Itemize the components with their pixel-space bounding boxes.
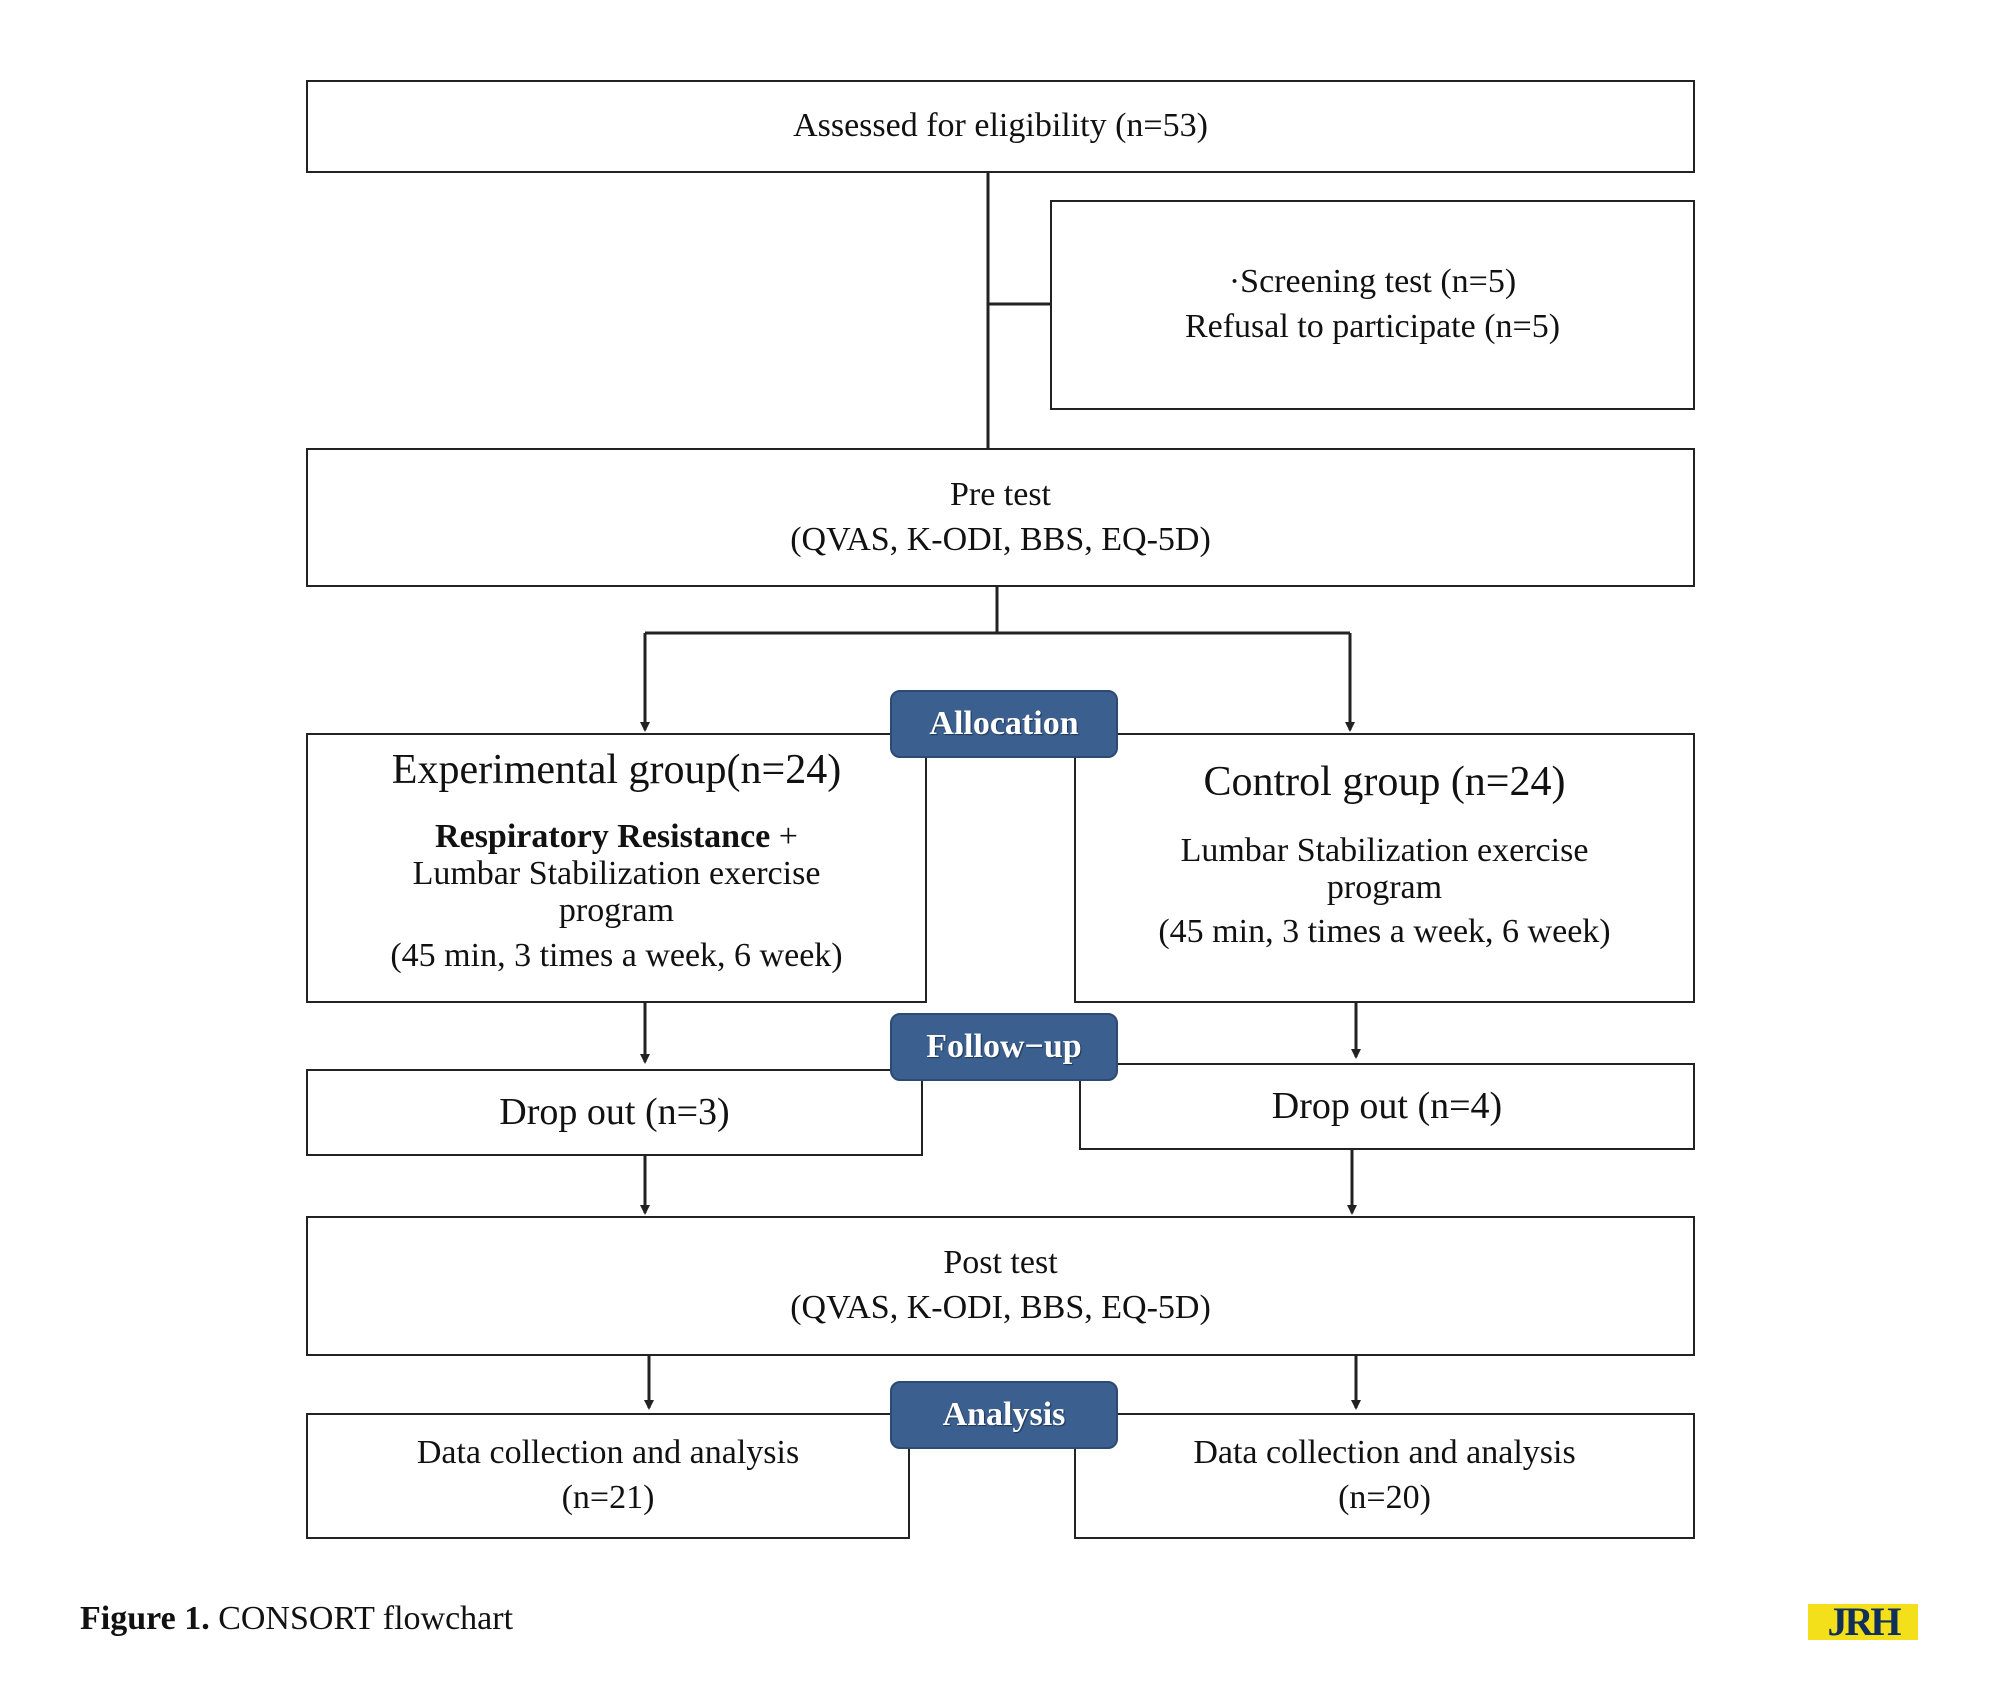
posttest-title: Post test xyxy=(943,1244,1058,1282)
pretest-title: Pre test xyxy=(949,475,1052,513)
control-program-word: program xyxy=(1326,868,1443,906)
analysis-experimental-box: Data collection and analysis (n=21) xyxy=(306,1413,910,1539)
allocation-stage-label: Allocation xyxy=(890,690,1118,758)
analysis-stage-text: Analysis xyxy=(942,1396,1066,1433)
eligibility-box: Assessed for eligibility (n=53) xyxy=(306,80,1695,173)
figure-caption: Figure 1. CONSORT flowchart xyxy=(80,1600,513,1638)
experimental-program-word: program xyxy=(558,892,675,930)
experimental-intervention: Respiratory Resistance + xyxy=(435,818,798,855)
eligibility-text: Assessed for eligibility (n=53) xyxy=(793,107,1208,145)
allocation-stage-text: Allocation xyxy=(929,705,1079,742)
control-group-box: Control group (n=24) Lumbar Stabilizatio… xyxy=(1074,733,1695,1003)
analysis-control-box: Data collection and analysis (n=20) xyxy=(1074,1413,1695,1539)
experimental-group-box: Experimental group(n=24) Respiratory Res… xyxy=(306,733,927,1003)
analysis-experimental-count: (n=21) xyxy=(561,1479,655,1516)
analysis-experimental-label: Data collection and analysis xyxy=(416,1434,800,1472)
experimental-intervention-bold: Respiratory Resistance xyxy=(435,817,771,855)
dropout-experimental-text: Drop out (n=3) xyxy=(499,1090,730,1133)
analysis-control-count: (n=20) xyxy=(1338,1479,1431,1516)
journal-logo: JRH xyxy=(1808,1604,1918,1640)
pretest-measures: (QVAS, K-ODI, BBS, EQ-5D) xyxy=(790,520,1211,558)
control-schedule: (45 min, 3 times a week, 6 week) xyxy=(1158,913,1611,951)
posttest-box: Post test (QVAS, K-ODI, BBS, EQ-5D) xyxy=(306,1216,1695,1356)
experimental-program-line: Lumbar Stabilization exercise xyxy=(412,854,821,892)
analysis-control-label: Data collection and analysis xyxy=(1193,1434,1576,1472)
exclusion-refusal: Refusal to participate (n=5) xyxy=(1184,308,1561,345)
analysis-stage-label: Analysis xyxy=(890,1381,1118,1449)
pretest-box: Pre test (QVAS, K-ODI, BBS, EQ-5D) xyxy=(306,448,1695,587)
experimental-schedule: (45 min, 3 times a week, 6 week) xyxy=(390,936,843,974)
followup-stage-text: Follow−up xyxy=(926,1028,1082,1065)
dropout-control-text: Drop out (n=4) xyxy=(1271,1084,1503,1127)
experimental-intervention-plus: + xyxy=(770,817,798,855)
figure-caption-label: Figure 1. xyxy=(80,1600,210,1637)
control-program-line: Lumbar Stabilization exercise xyxy=(1180,831,1589,869)
dropout-control-box: Drop out (n=4) xyxy=(1079,1063,1695,1150)
exclusion-screening: ·Screening test (n=5) xyxy=(1228,263,1517,301)
posttest-measures: (QVAS, K-ODI, BBS, EQ-5D) xyxy=(790,1289,1211,1326)
followup-stage-label: Follow−up xyxy=(890,1013,1118,1081)
dropout-experimental-box: Drop out (n=3) xyxy=(306,1069,923,1156)
journal-logo-text: JRH xyxy=(1827,1604,1902,1640)
exclusion-box: ·Screening test (n=5) Refusal to partici… xyxy=(1050,200,1695,410)
figure-caption-text: CONSORT flowchart xyxy=(209,1600,514,1637)
control-title: Control group (n=24) xyxy=(1203,759,1566,805)
experimental-title: Experimental group(n=24) xyxy=(391,747,842,793)
